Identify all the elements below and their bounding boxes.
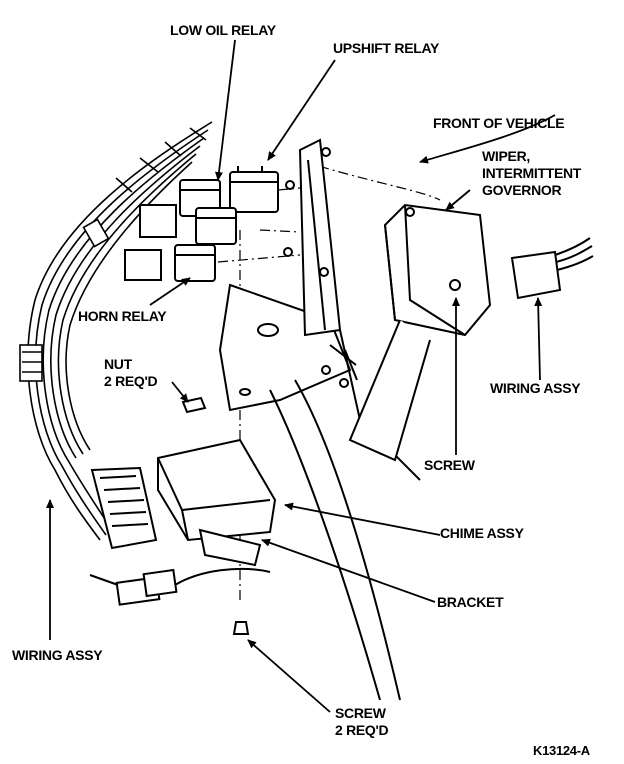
label-screw-right: SCREW [424, 457, 475, 473]
wiper-governor-module [348, 203, 492, 462]
relay-cluster [124, 166, 279, 282]
label-wiring-assy-left: WIRING ASSY [12, 647, 103, 663]
fasteners [181, 180, 461, 635]
figure-code: K13124-A [533, 743, 590, 758]
label-low-oil-relay: LOW OIL RELAY [170, 22, 276, 38]
label-wiper-governor: WIPER, INTERMITTENT GOVERNOR [482, 148, 581, 199]
label-upshift-relay: UPSHIFT RELAY [333, 40, 440, 56]
label-screw-bottom-line1: SCREW [335, 705, 386, 721]
support-bracket [298, 138, 342, 337]
label-screw-bottom-line2: 2 REQ'D [335, 722, 389, 738]
label-wiper-line1: WIPER, [482, 148, 530, 164]
screw-icon [232, 621, 250, 635]
screw-icon [449, 279, 461, 291]
label-wiper-line2: INTERMITTENT [482, 165, 582, 181]
label-nut: NUT 2 REQ'D [104, 356, 158, 390]
label-nut-line1: NUT [104, 356, 132, 372]
screw-icon [283, 247, 293, 257]
label-horn-relay: HORN RELAY [78, 308, 167, 324]
label-nut-line2: 2 REQ'D [104, 373, 158, 389]
label-wiring-assy-right: WIRING ASSY [490, 380, 581, 396]
leader-lines [46, 39, 556, 713]
harness-connector-lower [89, 567, 271, 606]
wiring-harness [19, 121, 213, 541]
label-wiper-line3: GOVERNOR [482, 182, 562, 198]
label-chime-assy: CHIME ASSY [440, 525, 524, 541]
label-bracket: BRACKET [437, 594, 504, 610]
harness-connector-left [90, 466, 158, 550]
screw-icon [285, 180, 295, 190]
label-screw-bottom: SCREW 2 REQ'D [335, 705, 389, 739]
chime-module [157, 438, 277, 567]
wiring-connector-right [510, 237, 594, 300]
label-front-of-vehicle: FRONT OF VEHICLE [433, 115, 565, 131]
